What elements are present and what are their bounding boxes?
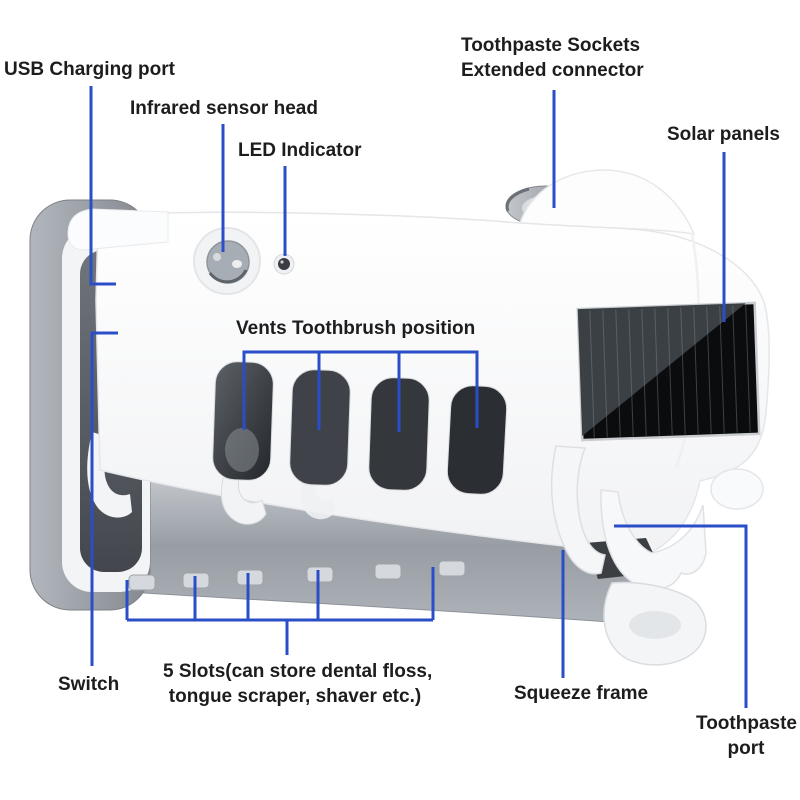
label-usb-charging-port: USB Charging port: [4, 59, 175, 80]
bracket-hook: [87, 432, 132, 518]
label-toothpaste-sockets-line2: Extended connector: [461, 60, 644, 81]
squeeze-frame-arm: [550, 445, 606, 575]
label-infrared-sensor-head: Infrared sensor head: [130, 98, 318, 119]
solar-panel: [576, 301, 761, 442]
label-squeeze-frame: Squeeze frame: [514, 683, 649, 704]
label-5-slots: 5 Slots(can store dental floss, tongue s…: [163, 659, 433, 709]
label-toothpaste-port-line2: port: [727, 738, 765, 759]
label-5-slots-line2: tongue scraper, shaver etc.): [168, 686, 422, 707]
label-5-slots-line1: 5 Slots(can store dental floss,: [163, 661, 433, 682]
led-indicator-light: [273, 253, 295, 275]
callout-slots: [125, 567, 435, 655]
vent-slot-4: [446, 385, 508, 495]
vent-slot-3: [368, 377, 430, 491]
body-top-corner: [67, 208, 169, 251]
callout-toothpaste-port: [614, 524, 748, 708]
label-toothpaste-sockets-line1: Toothpaste Sockets: [461, 35, 641, 56]
label-toothpaste-port: Toothpaste port: [696, 711, 797, 761]
callout-vents: [242, 350, 479, 432]
label-toothpaste-port-line1: Toothpaste: [696, 713, 797, 734]
label-vents-toothbrush-position: Vents Toothbrush position: [236, 318, 476, 339]
callout-usb: [89, 86, 116, 286]
callout-switch: [90, 331, 118, 666]
label-led-indicator: LED Indicator: [238, 140, 362, 161]
infrared-sensor: [193, 227, 261, 295]
cap-nub: [710, 468, 764, 510]
label-toothpaste-sockets: Toothpaste Sockets Extended connector: [461, 33, 644, 83]
label-solar-panels: Solar panels: [667, 124, 780, 145]
callout-lines: [89, 86, 748, 708]
squeeze-frame-hook: [600, 489, 707, 590]
label-switch: Switch: [58, 674, 120, 695]
squeeze-frame-assembly: [550, 445, 707, 666]
